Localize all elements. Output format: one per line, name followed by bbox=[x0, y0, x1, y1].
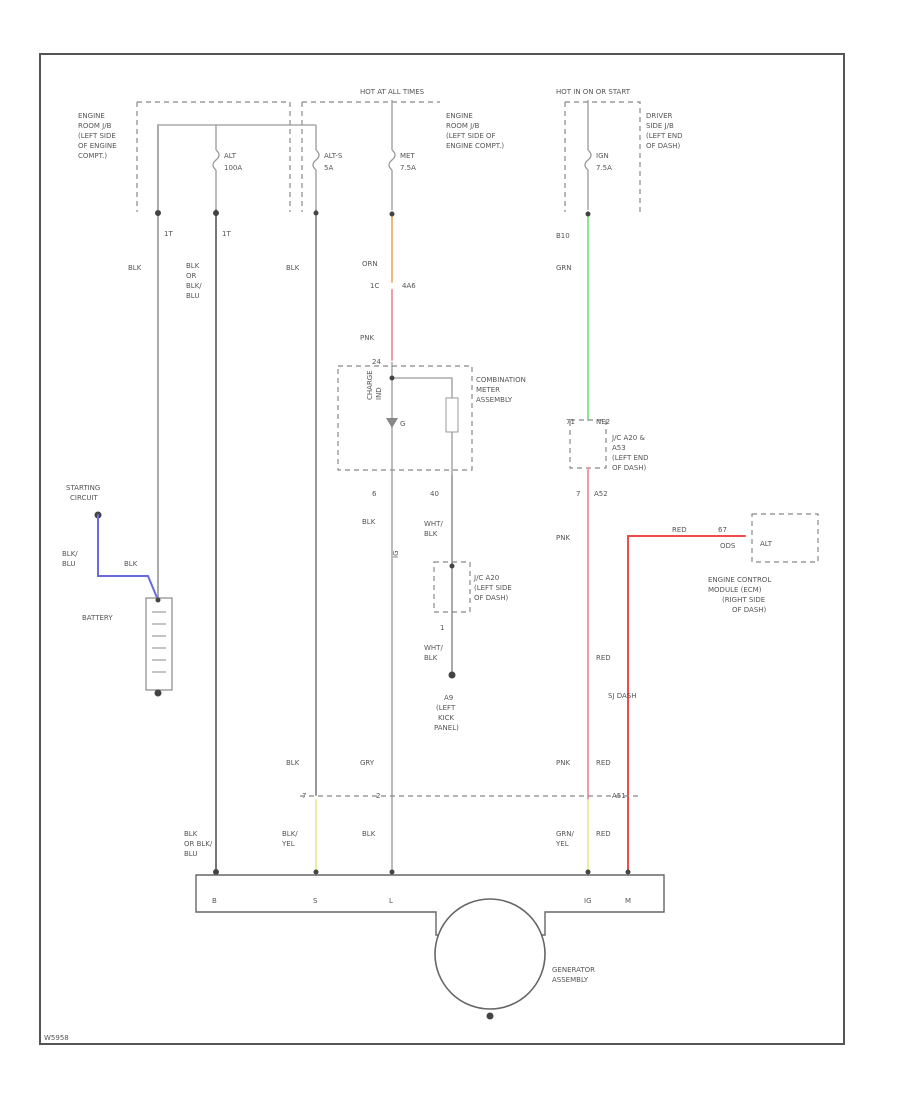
svg-text:IGN: IGN bbox=[596, 152, 609, 160]
figure-id: W5958 bbox=[44, 1034, 69, 1042]
charge-led-icon bbox=[386, 418, 398, 428]
ecm-ods-label: ODS bbox=[720, 542, 736, 550]
connector-comb-in: 24 bbox=[372, 358, 381, 366]
svg-text:5A: 5A bbox=[324, 164, 333, 172]
connector-jc-bot2: A52 bbox=[594, 490, 608, 498]
wire-label-grn-yel: GRN/ YEL bbox=[555, 830, 576, 848]
wire-label-grn: GRN bbox=[556, 264, 572, 272]
generator-icon bbox=[434, 898, 546, 1010]
engine-room-jb-box bbox=[136, 101, 291, 212]
battery-ground bbox=[154, 689, 162, 697]
jc-a20-a53-box bbox=[569, 419, 607, 469]
engine-room-jb-label: ENGINE ROOM J/B (LEFT SIDE OF ENGINE COM… bbox=[78, 112, 119, 160]
wire-starting-blue bbox=[97, 514, 159, 601]
hot-label-2: HOT IN ON OR START bbox=[556, 88, 631, 96]
generator-label: GENERATOR ASSEMBLY bbox=[552, 966, 597, 984]
driver-side-jb-label: DRIVER SIDE J/B (LEFT END OF DASH) bbox=[646, 112, 685, 150]
jc-a20-box bbox=[433, 561, 471, 613]
connector-met-pin: 4A6 bbox=[402, 282, 416, 290]
connector-jc-top2: NE2 bbox=[596, 418, 610, 426]
wire-label-blk-3: BLK bbox=[286, 759, 300, 767]
wire-label-red-1: RED bbox=[596, 654, 611, 662]
jc-a20-b-label: J/C A20 & A53 (LEFT END OF DASH) bbox=[611, 434, 651, 472]
comb-internal bbox=[391, 362, 453, 475]
ground-a9-label: A9 (LEFT KICK PANEL) bbox=[434, 694, 459, 732]
terminal-s: S bbox=[313, 897, 318, 905]
battery-label: BATTERY bbox=[82, 614, 113, 622]
wire-label-blk-4: BLK bbox=[362, 518, 376, 526]
svg-text:100A: 100A bbox=[224, 164, 242, 172]
engine-room-jb-label-right: ENGINE ROOM J/B (LEFT SIDE OF ENGINE COM… bbox=[446, 112, 504, 150]
wire-label-blk-yel: BLK/ YEL bbox=[281, 830, 300, 848]
connector-jc-bot: 7 bbox=[576, 490, 580, 498]
wire-label-pnk-1: PNK bbox=[360, 334, 374, 342]
connector-ecm-pin: 67 bbox=[718, 526, 727, 534]
wire-label-pnk-2: PNK bbox=[556, 534, 570, 542]
wire-label-gry: GRY bbox=[360, 759, 375, 767]
connector-met-out: 1C bbox=[370, 282, 379, 290]
svg-text:ALT: ALT bbox=[224, 152, 237, 160]
wire-label-sj-dash: SJ DASH bbox=[608, 692, 637, 700]
combination-meter-box bbox=[337, 365, 473, 471]
fuse-alt-s: ALT-S 5A bbox=[312, 125, 343, 210]
connector-jc-top: 71 bbox=[566, 418, 575, 426]
wire-label-blk-or: BLK OR BLK/ BLU bbox=[186, 262, 204, 300]
terminal-l: L bbox=[389, 897, 393, 905]
engine-room-jb-box-right bbox=[301, 101, 440, 212]
diagram-frame bbox=[39, 53, 845, 1045]
wire-label-blk-blu: BLK/ BLU bbox=[62, 550, 80, 568]
jc-a20-label: J/C A20 (LEFT SIDE OF DASH) bbox=[473, 574, 514, 602]
wire-label-red-2: RED bbox=[672, 526, 687, 534]
battery-icon bbox=[145, 597, 173, 691]
wire-ecm-red bbox=[627, 535, 746, 873]
fuse-ign: IGN 7.5A bbox=[584, 120, 612, 210]
generator-ground bbox=[486, 1012, 494, 1020]
ecm-box bbox=[751, 513, 819, 563]
terminal-b: B bbox=[212, 897, 217, 905]
fuse-alt: ALT 100A bbox=[212, 125, 242, 210]
wire-label-wht-blk-2: WHT/ BLK bbox=[424, 644, 445, 662]
svg-text:7.5A: 7.5A bbox=[400, 164, 416, 172]
wire-label-red-4: RED bbox=[596, 830, 611, 838]
svg-text:MET: MET bbox=[400, 152, 415, 160]
wire-label-blk-or-bot: BLK OR BLK/ BLU bbox=[184, 830, 214, 858]
svg-text:ALT-S: ALT-S bbox=[324, 152, 343, 160]
ground-point-a9 bbox=[448, 671, 456, 679]
hot-label-1: HOT AT ALL TIMES bbox=[360, 88, 425, 96]
wire-label-blk-6: BLK bbox=[124, 560, 138, 568]
connector-comb-40: 40 bbox=[430, 490, 439, 498]
comb-resistor bbox=[445, 397, 459, 433]
charge-ind-label: CHARGE IND bbox=[366, 368, 383, 400]
combination-meter-label: COMBINATION METER ASSEMBLY bbox=[476, 376, 528, 404]
generator-terminal-block bbox=[195, 874, 665, 936]
connector-ign-out: B10 bbox=[556, 232, 570, 240]
connector-a51-2: A51 bbox=[612, 792, 626, 800]
starting-circuit-label: STARTING CIRCUIT bbox=[66, 484, 103, 502]
fuse-met: MET 7.5A bbox=[388, 120, 416, 210]
wire-label-orn: ORN bbox=[362, 260, 378, 268]
wire-label-pnk-3: PNK bbox=[556, 759, 570, 767]
connector-comb-6: 6 bbox=[372, 490, 377, 498]
terminal-ig: IG bbox=[584, 897, 592, 905]
connector-jc-a20-pin: 1 bbox=[440, 624, 444, 632]
wire-label-blk-2: BLK bbox=[286, 264, 300, 272]
connector-c1: 1T bbox=[164, 230, 173, 238]
wire-label-red-3: RED bbox=[596, 759, 611, 767]
driver-side-jb-box bbox=[564, 101, 641, 212]
ecm-alt-label: ALT bbox=[760, 540, 773, 548]
wire-label-wht-blk-1: WHT/ BLK bbox=[424, 520, 445, 538]
connector-c2: 1T bbox=[222, 230, 231, 238]
svg-text:7.5A: 7.5A bbox=[596, 164, 612, 172]
wire-label-blk-5: BLK bbox=[362, 830, 376, 838]
connector-a51-pin: 2 bbox=[376, 792, 380, 800]
ecm-label: ENGINE CONTROL MODULE (ECM) (RIGHT SIDE … bbox=[708, 576, 773, 614]
terminal-m: M bbox=[625, 897, 631, 905]
connector-comb-g: G bbox=[400, 420, 405, 428]
generator-terminals: B S L IG M bbox=[212, 897, 631, 905]
wire-label-blk-1: BLK bbox=[128, 264, 142, 272]
wire-label-ig: IG bbox=[392, 551, 400, 559]
